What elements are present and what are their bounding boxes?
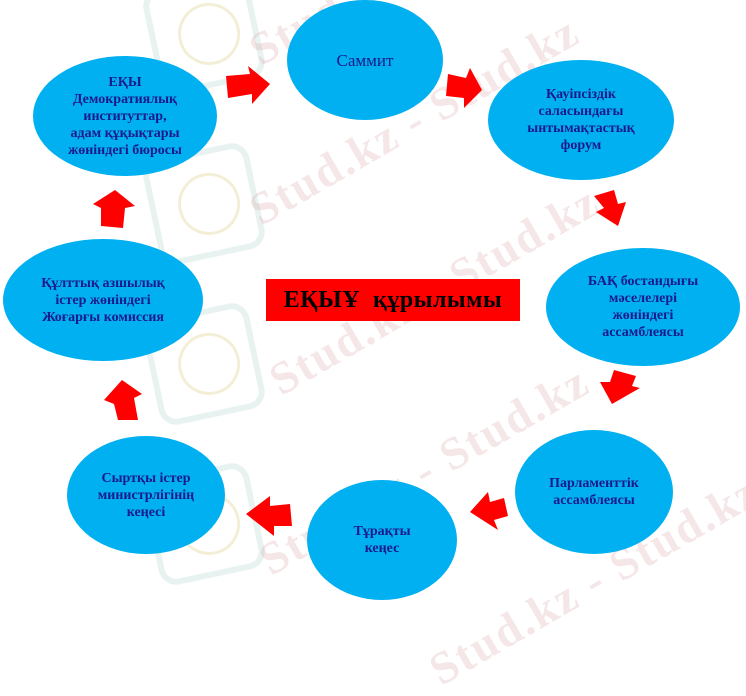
node-high-commissioner-label: Құлттық азшылық істер жөніндегі Жоғарғы …	[41, 275, 165, 325]
arrow-down-left-icon	[600, 370, 640, 404]
arrow-right-down-icon	[446, 68, 482, 108]
arrow-left-up-icon	[246, 496, 292, 536]
node-summit: Саммит	[287, 0, 443, 120]
node-foreign-ministers-council-label: Сыртқы істер министрлігінің кеңесі	[97, 470, 195, 520]
node-media-freedom: БАҚ бостандығы мәселелері жөніндегі асса…	[546, 248, 740, 366]
node-security-forum: Қауіпсіздік саласындағы ынтымақтастық фо…	[488, 60, 674, 180]
node-security-forum-label: Қауіпсіздік саласындағы ынтымақтастық фо…	[527, 87, 635, 153]
node-summit-label: Саммит	[336, 50, 394, 70]
arrow-right-icon	[226, 66, 270, 104]
arrow-left-up-icon	[470, 492, 508, 530]
node-permanent-council: Тұрақты кеңес	[307, 480, 457, 600]
node-parliamentary-assembly: Парламенттік ассамблеясы	[515, 430, 673, 554]
arrow-up-icon	[93, 190, 135, 228]
arrow-up-icon	[104, 380, 142, 420]
node-parliamentary-assembly-label: Парламенттік ассамблеясы	[549, 476, 639, 508]
diagram-title: ЕҚЫҰ құрылымы	[266, 279, 520, 321]
node-media-freedom-label: БАҚ бостандығы мәселелері жөніндегі асса…	[587, 274, 699, 340]
node-odihr-label: ЕҚЫ Демократиялық институттар, адам құқы…	[68, 74, 182, 158]
node-permanent-council-label: Тұрақты кеңес	[353, 524, 411, 556]
node-high-commissioner: Құлттық азшылық істер жөніндегі Жоғарғы …	[3, 239, 203, 361]
diagram-canvas: Stud.kz - Stud.kz Stud.kz - Stud.kz Stud…	[0, 0, 746, 600]
node-foreign-ministers-council: Сыртқы істер министрлігінің кеңесі	[67, 436, 225, 554]
arrow-down-right-icon	[594, 190, 626, 226]
node-odihr: ЕҚЫ Демократиялық институттар, адам құқы…	[33, 56, 217, 176]
